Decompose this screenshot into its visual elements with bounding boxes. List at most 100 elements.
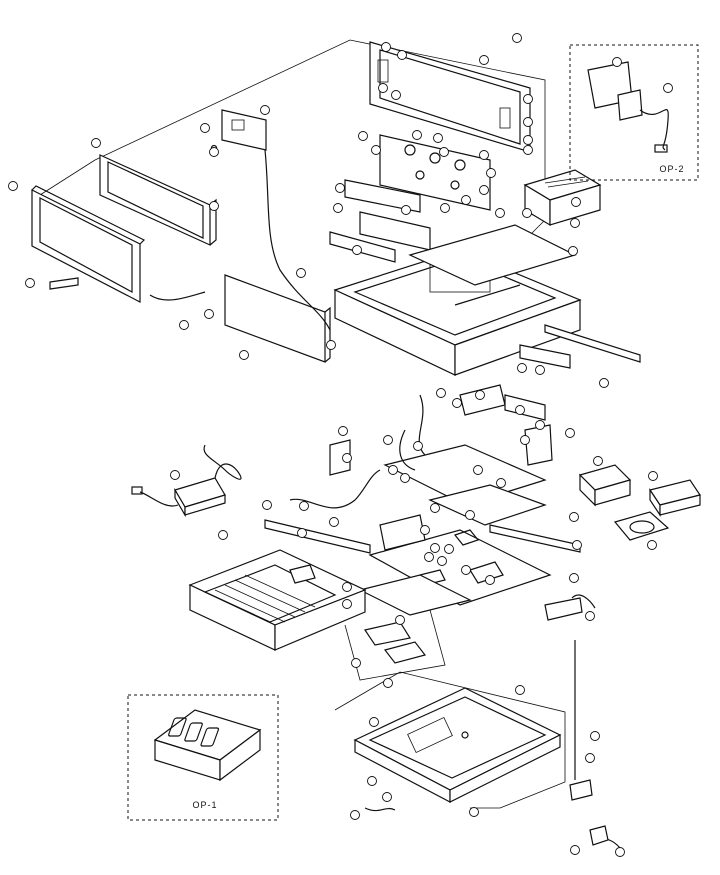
callout-bubble xyxy=(515,685,525,695)
callout-bubble xyxy=(382,792,392,802)
display-group-outline-left xyxy=(39,159,96,196)
ac-adapter-plug xyxy=(131,486,143,495)
callout-bubble xyxy=(473,465,483,475)
op2-inset: OP-2 xyxy=(569,44,699,181)
callout-bubble xyxy=(413,441,423,451)
callout-bubble xyxy=(523,94,533,104)
callout-bubble xyxy=(381,42,391,52)
drive-bays xyxy=(578,464,701,541)
callout-bubble xyxy=(465,510,475,520)
callout-bubble xyxy=(91,138,101,148)
op2-label: OP-2 xyxy=(659,164,684,174)
small-parts-outline xyxy=(344,609,446,681)
mainboard-cable-1 xyxy=(418,394,426,456)
trim-strip xyxy=(544,324,641,363)
callout-bubble xyxy=(388,465,398,475)
callout-bubble xyxy=(430,543,440,553)
op2-cable xyxy=(639,109,669,151)
callout-bubble xyxy=(351,658,361,668)
callout-bubble xyxy=(179,320,189,330)
callout-bubble xyxy=(371,145,381,155)
callout-bubble xyxy=(615,847,625,857)
callout-bubble xyxy=(569,573,579,583)
callout-bubble xyxy=(437,556,447,566)
callout-bubble xyxy=(350,810,360,820)
callout-bubble xyxy=(209,201,219,211)
callout-bubble xyxy=(479,185,489,195)
op1-inset-border xyxy=(127,694,279,821)
callout-bubble xyxy=(535,365,545,375)
callout-bubble xyxy=(342,599,352,609)
callout-bubble xyxy=(297,528,307,538)
callout-bubble xyxy=(420,525,430,535)
callout-bubble xyxy=(585,753,595,763)
hinge-bracket xyxy=(49,277,79,290)
callout-bubble xyxy=(663,83,673,93)
battery-contact-wire xyxy=(571,594,596,609)
callout-bubble xyxy=(495,208,505,218)
bottom-case xyxy=(334,640,621,849)
ac-adapter-cord xyxy=(203,444,242,480)
callout-bubble xyxy=(568,246,578,256)
display-ground-cable xyxy=(149,291,206,301)
callout-bubble xyxy=(585,611,595,621)
callout-bubble xyxy=(170,470,180,480)
ac-adapter-dc-cable xyxy=(139,491,179,507)
callout-bubble xyxy=(342,453,352,463)
bracket-vertical xyxy=(524,424,553,466)
callout-bubble xyxy=(358,131,368,141)
callout-bubble xyxy=(338,426,348,436)
callout-bubble xyxy=(329,517,339,527)
mainboard-cable-2 xyxy=(399,429,416,471)
callout-bubble xyxy=(440,203,450,213)
callout-bubble xyxy=(8,181,18,191)
rail-long xyxy=(264,519,371,554)
flex-board xyxy=(379,514,426,551)
callout-bubbles xyxy=(8,33,673,857)
small-board-2 xyxy=(383,641,427,664)
callout-bubble xyxy=(590,731,600,741)
callout-bubble xyxy=(520,435,530,445)
front-bezel xyxy=(31,185,146,303)
keyboard-bezel-piece xyxy=(344,179,421,213)
drive-module xyxy=(523,169,602,227)
callout-bubble xyxy=(397,50,407,60)
callout-bubble xyxy=(326,340,336,350)
callout-bubble xyxy=(612,57,622,67)
callout-bubble xyxy=(648,471,658,481)
callout-bubble xyxy=(512,33,522,43)
callout-bubble xyxy=(523,135,533,145)
callout-bubble xyxy=(262,500,272,510)
callout-bubble xyxy=(535,420,545,430)
callout-bubble xyxy=(383,435,393,445)
callout-bubble xyxy=(569,512,579,522)
callout-bubble xyxy=(452,398,462,408)
ac-adapter xyxy=(131,444,242,518)
callout-bubble xyxy=(335,183,345,193)
callout-bubble xyxy=(378,83,388,93)
callout-bubble xyxy=(565,428,575,438)
callout-bubble xyxy=(25,278,35,288)
callout-bubble xyxy=(204,309,214,319)
callout-bubble xyxy=(475,390,485,400)
op2-inset-border xyxy=(569,44,699,181)
callout-bubble xyxy=(479,150,489,160)
callout-bubble xyxy=(439,147,449,157)
small-board xyxy=(364,621,411,646)
callout-bubble xyxy=(571,197,581,207)
callout-bubble xyxy=(515,405,525,415)
callout-bubble xyxy=(496,478,506,488)
callout-bubble xyxy=(522,208,532,218)
callout-bubble xyxy=(383,678,393,688)
callout-bubble xyxy=(401,205,411,215)
display-assembly-group xyxy=(31,39,641,376)
callout-bubble xyxy=(352,245,362,255)
hard-drive xyxy=(613,511,670,541)
callout-bubble xyxy=(367,776,377,786)
op1-label: OP-1 xyxy=(192,800,217,810)
callout-bubble xyxy=(391,90,401,100)
lcd-panel-frame xyxy=(99,154,217,246)
callout-bubble xyxy=(200,123,210,133)
